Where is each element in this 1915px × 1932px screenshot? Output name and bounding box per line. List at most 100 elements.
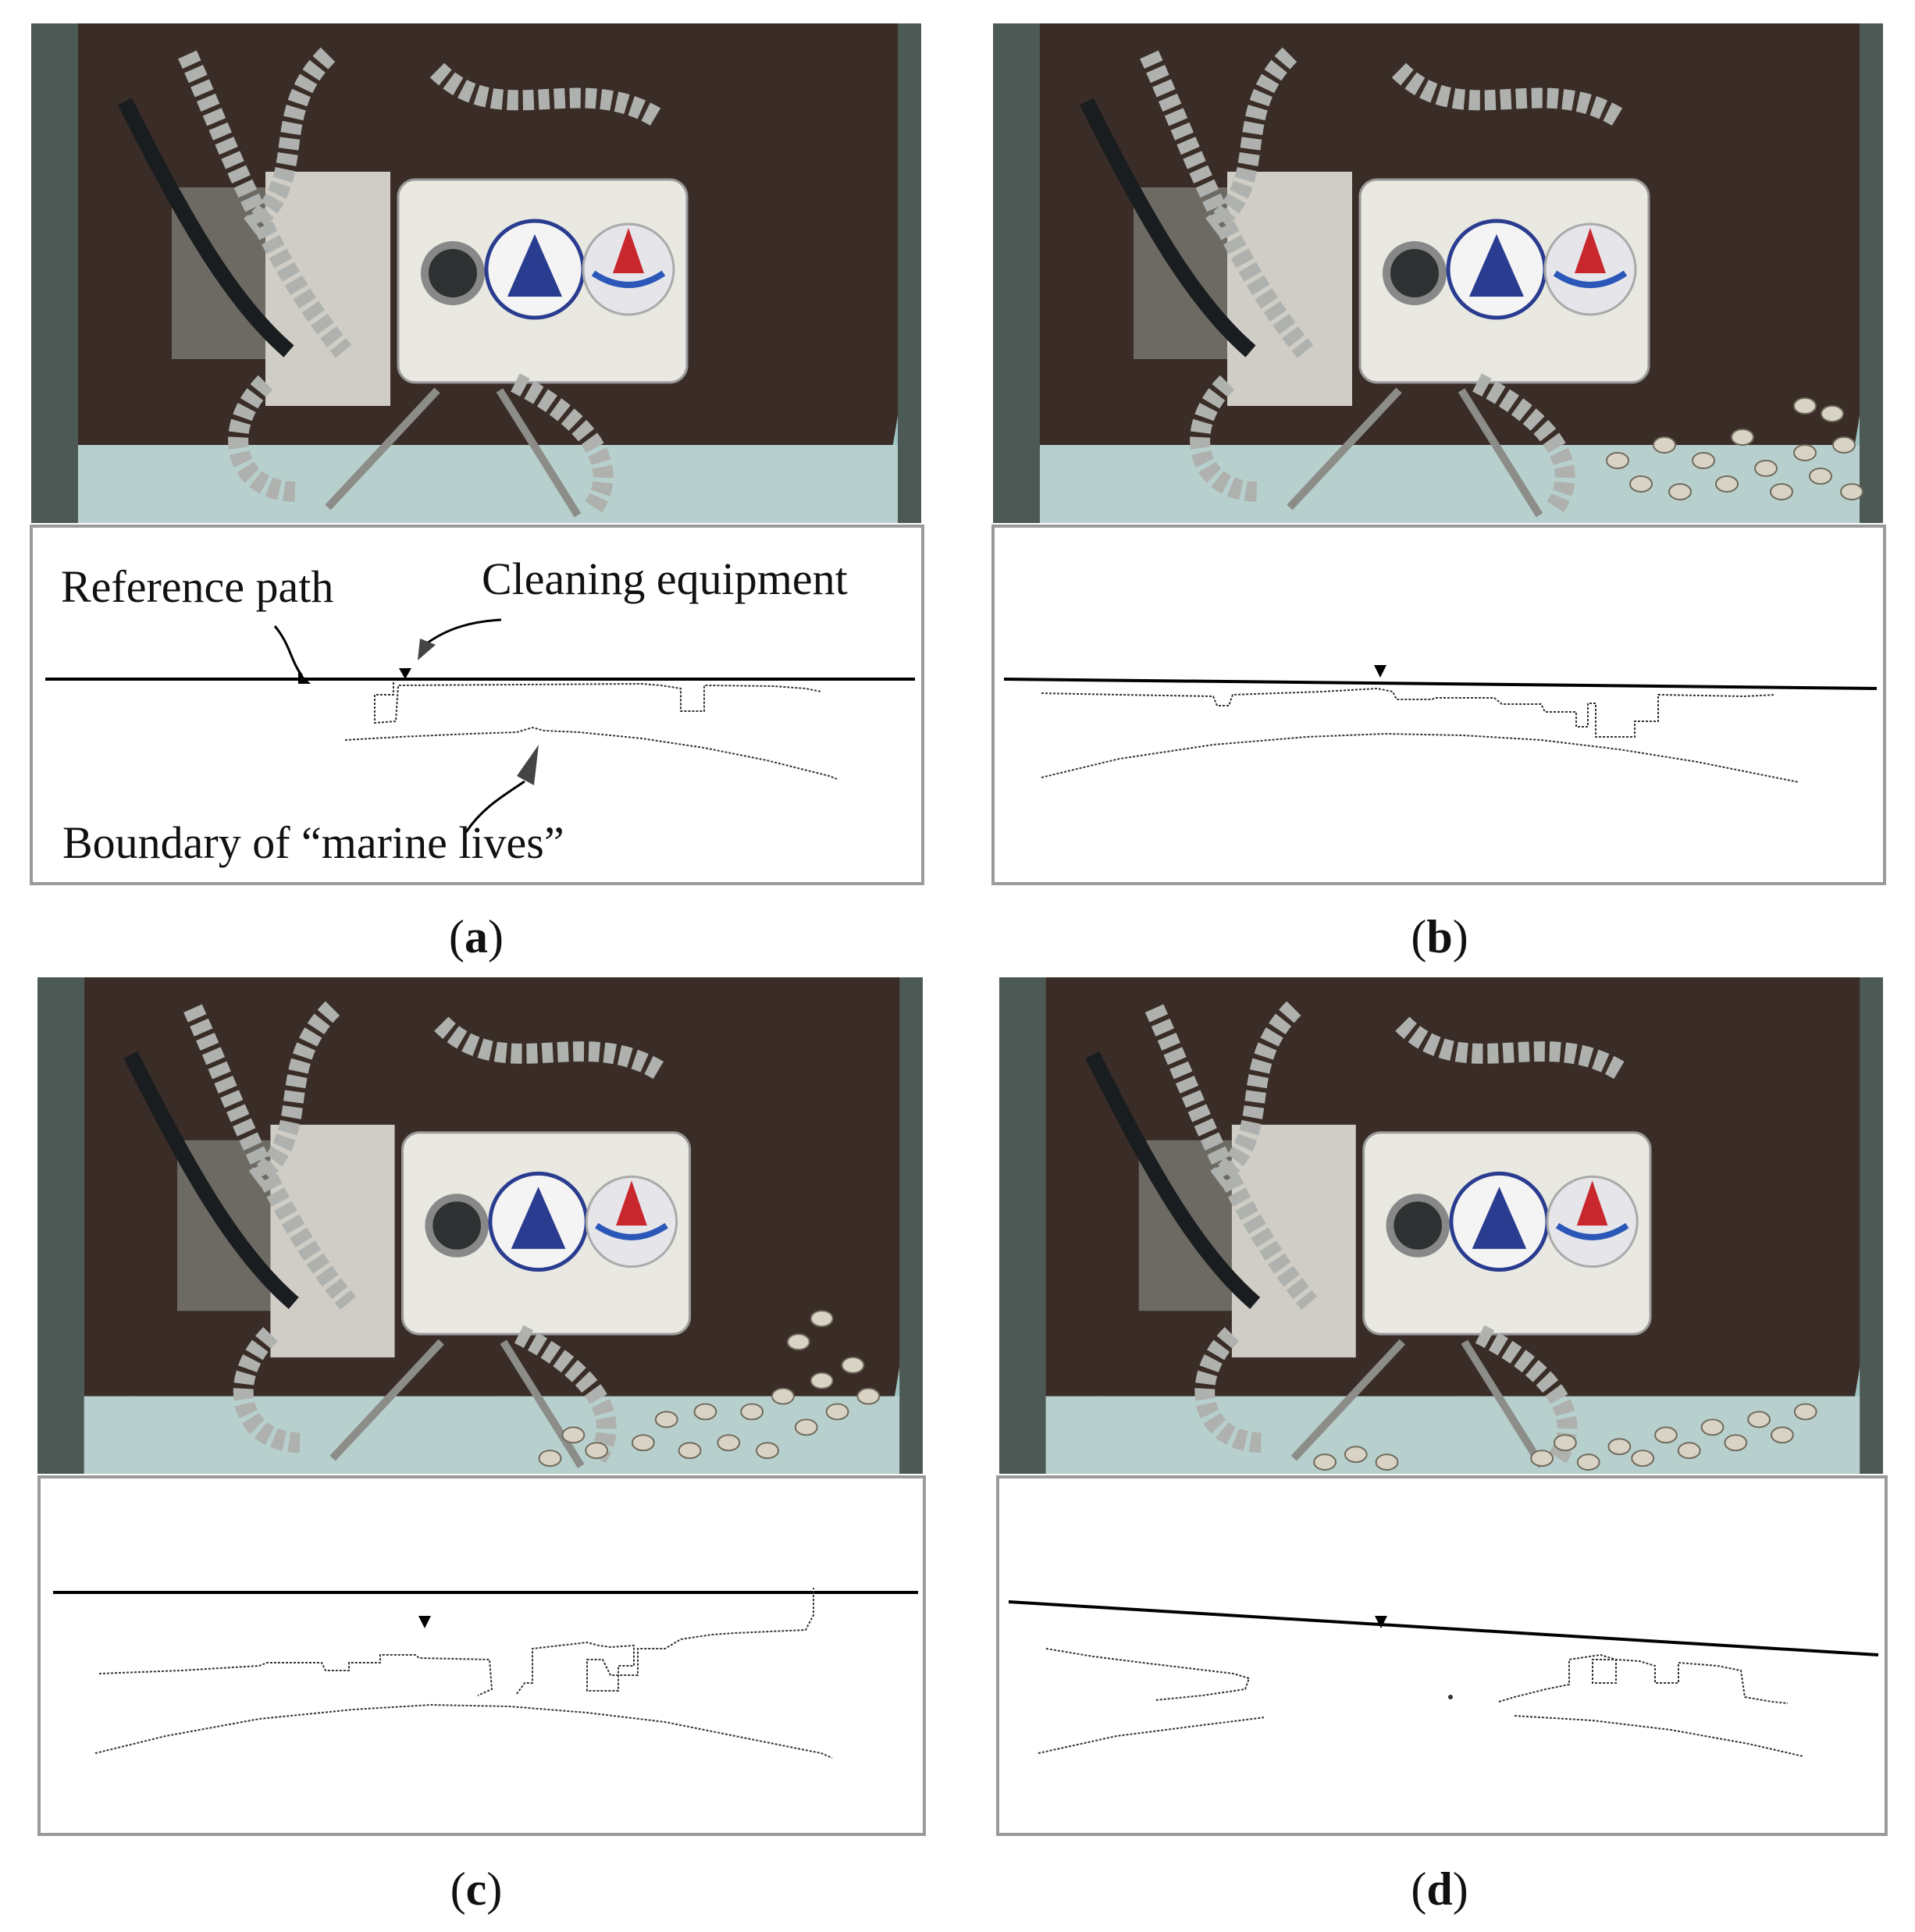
logo-sail-icon xyxy=(1576,1180,1608,1226)
vignette-left xyxy=(999,977,1046,1474)
hose-3-icon xyxy=(233,1326,302,1453)
vignette-left xyxy=(31,23,78,523)
barnacle-icon xyxy=(1576,1453,1600,1471)
barnacle-icon xyxy=(538,1450,562,1468)
barnacle-icon xyxy=(1631,1450,1655,1468)
barnacle-icon xyxy=(678,1442,702,1460)
barnacle-icon xyxy=(1344,1446,1368,1464)
barnacle-icon xyxy=(1793,397,1817,415)
robot-photo xyxy=(999,977,1883,1474)
photo-panel-d xyxy=(999,977,1883,1474)
barnacle-icon xyxy=(1747,1411,1771,1429)
hose-1-icon xyxy=(1205,47,1297,235)
photo-panel-b xyxy=(993,23,1883,523)
barnacle-icon xyxy=(810,1372,834,1389)
label-boundary: Boundary of “marine lives” xyxy=(62,817,564,868)
barnacle-icon xyxy=(1771,1426,1794,1444)
barnacle-icon xyxy=(631,1434,655,1452)
rod-left-icon xyxy=(329,1339,444,1461)
cleaning-equipment-marker xyxy=(418,1616,431,1628)
hose-1-icon xyxy=(248,1001,340,1187)
rod-right-icon xyxy=(1458,388,1543,518)
logo-wave-icon xyxy=(595,1222,668,1240)
hose-5-icon xyxy=(178,50,351,358)
hose-5-icon xyxy=(183,1004,356,1310)
robot-photo xyxy=(993,23,1883,523)
lower-water xyxy=(37,1396,923,1474)
lower-water xyxy=(993,445,1883,523)
hose-3-icon xyxy=(1190,375,1259,502)
barnacle-icon xyxy=(1653,436,1676,454)
logo-sail-icon xyxy=(1575,228,1606,273)
barnacle-icon xyxy=(654,1411,678,1429)
caption-letter: c xyxy=(465,1863,487,1915)
barnacle-icon xyxy=(794,1418,818,1436)
vignette-right xyxy=(1860,23,1883,523)
barnacle-icon xyxy=(1607,1438,1632,1456)
hose-2-icon xyxy=(429,62,661,126)
caption-d: (d) xyxy=(1411,1863,1468,1915)
barnacle-icon xyxy=(856,1387,881,1405)
hose-1-icon xyxy=(243,47,336,235)
barnacle-icon xyxy=(1677,1442,1701,1460)
rod-right-icon xyxy=(500,1340,585,1468)
vignette-right xyxy=(898,23,921,523)
hose-5-icon xyxy=(1140,50,1313,358)
black-cable-icon xyxy=(1080,98,1256,358)
vignette-right xyxy=(899,977,923,1474)
camera-port xyxy=(1386,1194,1450,1258)
tree-emblem-icon xyxy=(511,1187,566,1249)
logo-wave-icon xyxy=(1555,1222,1629,1240)
vignette-right xyxy=(1860,977,1883,1474)
hose-4-icon xyxy=(511,373,614,514)
cleaning-equipment-marker xyxy=(1375,1616,1387,1628)
caption-letter: b xyxy=(1426,911,1453,962)
black-cable-icon xyxy=(1085,1051,1261,1309)
barnacle-icon xyxy=(786,1333,810,1350)
hose-2-icon xyxy=(434,1016,664,1080)
hose-1-icon xyxy=(1209,1001,1301,1187)
logo-wave-icon xyxy=(591,270,666,288)
diagram-panel-a: Reference path Cleaning equipment Bounda… xyxy=(30,525,924,885)
label-cleaning-equipment: Cleaning equipment xyxy=(482,553,848,604)
marine-boundary-trace-right xyxy=(1498,1653,1789,1704)
marine-boundary-trace-left xyxy=(1045,1648,1251,1701)
cleaning-equipment-pointer xyxy=(426,618,502,645)
diagram-panel-d xyxy=(996,1475,1888,1836)
caption-b: (b) xyxy=(1411,911,1468,962)
hull-curve-trace xyxy=(1514,1715,1804,1757)
boundary-diagram xyxy=(45,618,915,833)
robot-side-frame xyxy=(1227,172,1352,406)
barnacle-icon xyxy=(1668,483,1692,500)
lower-water xyxy=(999,1396,1883,1474)
barnacle-icon xyxy=(1770,483,1793,500)
barnacle-icon xyxy=(1832,436,1856,454)
boundary-diagram xyxy=(1003,665,1878,783)
barnacle-icon xyxy=(585,1442,609,1460)
barnacle-icon xyxy=(1700,1418,1725,1436)
vignette-left xyxy=(37,977,84,1474)
barnacle-icon xyxy=(1793,1403,1817,1421)
vignette-left xyxy=(993,23,1040,523)
label-reference-path: Reference path xyxy=(61,561,334,612)
cleaning-equipment-marker xyxy=(399,668,411,679)
hull-curve-trace xyxy=(94,1703,833,1759)
robot-photo xyxy=(31,23,921,523)
barnacle-icon xyxy=(1754,460,1778,477)
rod-left-icon xyxy=(1290,1339,1405,1461)
rod-left-icon xyxy=(325,387,440,511)
barnacle-icon xyxy=(1731,429,1754,446)
caption-letter: a xyxy=(465,911,488,962)
barnacle-icon xyxy=(693,1403,717,1421)
photo-panel-a xyxy=(31,23,921,523)
barnacle-icon xyxy=(1809,468,1832,485)
barnacle-icon xyxy=(756,1442,779,1460)
caption-a: (a) xyxy=(449,911,504,962)
barnacle-icon xyxy=(810,1310,834,1328)
hose-4-icon xyxy=(1472,373,1575,514)
hose-4-icon xyxy=(514,1325,617,1464)
caption-c: (c) xyxy=(450,1863,503,1915)
camera-port xyxy=(425,1194,489,1258)
rod-right-icon xyxy=(496,388,582,518)
marine-boundary-trace xyxy=(1041,687,1776,738)
